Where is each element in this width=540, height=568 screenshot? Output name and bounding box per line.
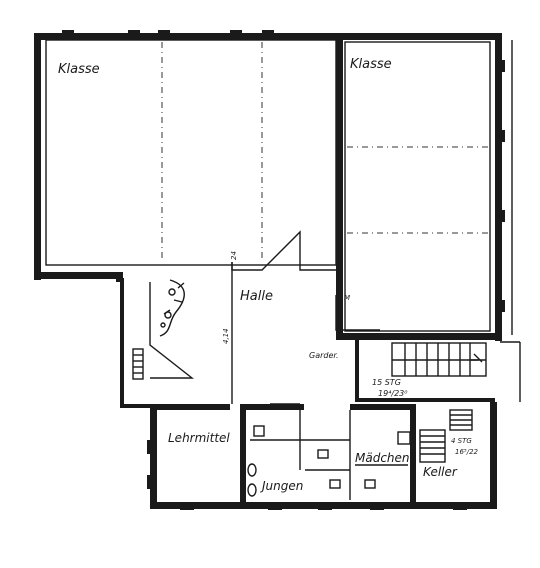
stair-count-keller: 4 STG <box>451 437 472 445</box>
stair-count-main: 15 STG <box>372 378 401 387</box>
room-label-maedchen: Mädchen <box>355 451 410 465</box>
room-label-klasse-right: Klasse <box>350 57 392 72</box>
room-label-jungen: Jungen <box>260 479 303 493</box>
bottom-wing <box>147 402 497 510</box>
room-label-garder: Garder. <box>309 351 339 360</box>
stair-ratio-main: 19⁴/23⁰ <box>378 389 408 398</box>
classroom-left <box>34 30 341 282</box>
room-label-lehrmittel: Lehrmittel <box>168 431 230 445</box>
room-label-halle: Halle <box>240 289 273 304</box>
stair-area <box>355 340 521 402</box>
marker-m: M <box>344 294 350 302</box>
dimension-label-top: 24 <box>230 251 238 260</box>
dimension-label-halle: 4,14 <box>222 328 230 344</box>
classroom-right <box>336 33 513 341</box>
stair-ratio-keller: 16⁵/22 <box>455 448 479 456</box>
room-label-klasse-left: Klasse <box>58 62 100 77</box>
room-label-keller: Keller <box>423 465 458 479</box>
